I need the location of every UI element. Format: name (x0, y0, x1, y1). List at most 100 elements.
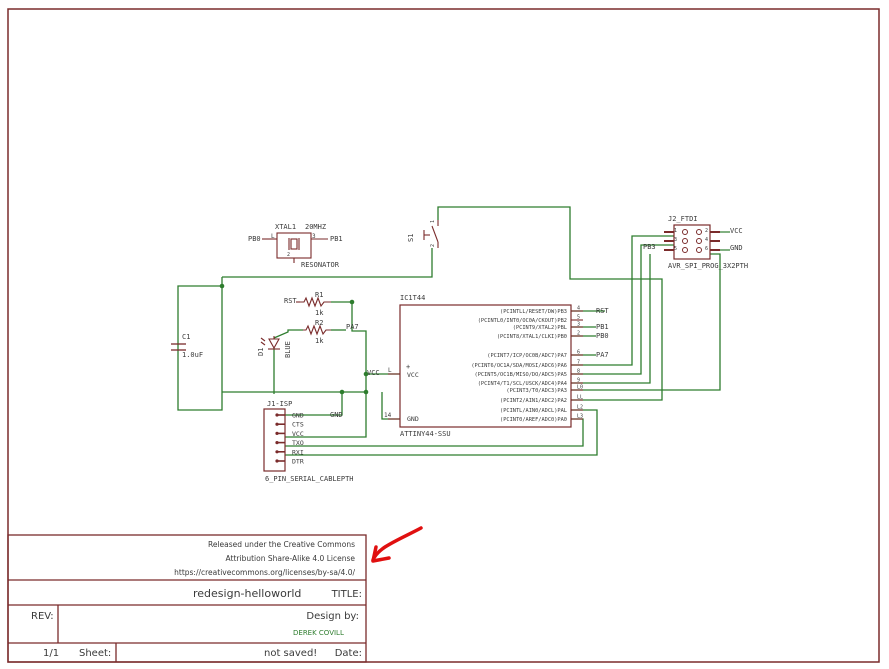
led-name: D1 (257, 348, 265, 356)
switch-pin1: 1 (430, 220, 436, 223)
ftdi-pin-contact (275, 450, 279, 454)
ic-right-pins: (PCINTLL/RESET/DW)PB3 4 RST (PCINTL0/INT0/O… (471, 306, 609, 424)
ic-pin-function-label: (PCINT2/AIN1/ADC2)PA2 (500, 398, 567, 404)
ftdi-pin-label: GND (292, 412, 304, 420)
avr-part: AVR_SPI_PROG_3X2PTH (668, 262, 748, 270)
rev-label: REV: (31, 611, 54, 622)
ic-pin-function-label: (PCINT4/T1/SCL/USCK/ADC4)PA4 (478, 381, 567, 387)
ftdi-connector-body (263, 408, 286, 472)
ic-pin-number: 6 (577, 350, 580, 356)
xtal-desc: RESONATOR (301, 261, 340, 269)
r2-value: 1k (315, 337, 324, 345)
xtal-name: XTAL1 (275, 223, 296, 231)
resistor-r2-symbol (303, 324, 331, 336)
cap-value: 1.0uF (182, 351, 203, 359)
xtal-net-right: PB1 (330, 235, 343, 243)
ic-pin-vcc-plus: + (406, 363, 410, 371)
avr-pin-3: 3 (674, 237, 677, 243)
ftdi-part: 6_PIN_SERIAL_CABLEPTH (265, 475, 354, 483)
designer-name: DEREK COVILL (293, 629, 344, 637)
r1-net: RST (284, 297, 297, 305)
ic-pin-net-label: PA7 (596, 351, 609, 359)
ftdi-pin-label: VCC (292, 430, 304, 438)
sheet-frame (7, 8, 880, 663)
ic-pin-net-label: PB1 (596, 323, 609, 331)
ic-pin-number: L0 (577, 385, 583, 391)
ic-pin-number: L2 (577, 405, 583, 411)
ic-pin-function-label: (PCINT6/OC1A/SDA/MOSI/ADC6)PA6 (471, 363, 567, 369)
ic-pin-vcc-num: L (388, 367, 392, 374)
ic-pin-function-label: (PCINT3/T0/ADC3)PA3 (506, 388, 567, 394)
ftdi-pin-contact (275, 459, 279, 463)
switch-name: S1 (407, 234, 415, 242)
avr-net-pb3: PB3 (643, 243, 656, 251)
avr-name: J2_FTDI (668, 215, 698, 223)
ftdi-pin-contact (275, 422, 279, 426)
capacitor-symbol (171, 343, 186, 351)
ic-part: ATTINY44-SSU (400, 430, 451, 438)
r2-net: PA7 (346, 323, 359, 331)
avr-pin-2: 2 (705, 228, 708, 234)
xtal-pin-2: 2 (287, 252, 290, 258)
vcc-net-label: VCC (367, 369, 380, 377)
resistor-r1-symbol (296, 296, 331, 308)
license-line-1: Released under the Creative Commons (208, 540, 355, 549)
avr-net-gnd: GND (730, 244, 743, 252)
xtal-pin-3: 3 (312, 233, 316, 240)
ic-pin-function-label: (PCINT5/OC1B/MISO/DO/ADC5)PA5 (475, 372, 567, 378)
switch-symbol (423, 220, 439, 248)
r1-value: 1k (315, 309, 324, 317)
resonator-symbol (262, 232, 328, 263)
ic-pin-number: L3 (577, 414, 583, 420)
design-by-label: Design by: (306, 611, 359, 622)
ic-left-pins (388, 373, 400, 420)
ic-pin-gnd-name: GND (407, 415, 419, 423)
ic-pin-number: 4 (577, 306, 580, 312)
date-value: not saved! (264, 648, 317, 659)
ic-pin-net-label: PB0 (596, 332, 609, 340)
ftdi-pin-contact (275, 413, 279, 417)
xtal-net-left: PB0 (248, 235, 261, 243)
license-line-2: Attribution Share-Alike 4.0 License (226, 554, 356, 563)
license-line-3: https://creativecommons.org/licenses/by-… (174, 568, 355, 577)
ic-pin-number: 3 (577, 322, 580, 328)
avr-pin-1: 1 (674, 228, 677, 234)
ic-pin-function-label: (PCINTLL/RESET/DW)PB3 (500, 309, 567, 315)
date-label: Date: (335, 648, 362, 659)
avr-pin-5: 5 (674, 246, 677, 252)
ic-pin-function-label: (PCINTL0/INT0/OC0A/CKOUT)PB2 (478, 318, 567, 324)
ic-pin-number: 7 (577, 360, 580, 366)
avr-net-vcc: VCC (730, 227, 743, 235)
switch-pin2: 2 (430, 244, 436, 247)
ic-pin-number: 5 (577, 315, 580, 321)
ic-pin-number: LL (577, 395, 583, 401)
r2-name: R2 (315, 319, 323, 327)
r1-name: R1 (315, 291, 323, 299)
xtal-pin-l: L (271, 233, 275, 240)
sheet-value: 1/1 (43, 648, 59, 659)
ftdi-pin-label: DTR (292, 458, 304, 466)
wires (177, 206, 721, 456)
ftdi-pin-contact (275, 431, 279, 435)
xtal-value: 20MHZ (305, 223, 326, 231)
avr-pin-4: 4 (705, 237, 708, 243)
ic-pin-vcc-name: VCC (407, 371, 419, 379)
sheet-label: Sheet: (79, 648, 111, 659)
red-arrow-annotation (371, 526, 423, 563)
ic-pin-number: 8 (577, 369, 580, 375)
ic-pin-function-label: (PCINTL/AIN0/ADCL)PAL (500, 408, 567, 414)
ic-pin-gnd-num: 14 (384, 412, 392, 419)
led-color: BLUE (284, 341, 292, 358)
junctions (219, 283, 369, 395)
ftdi-pin-label: RXI (292, 448, 304, 456)
ftdi-name: J1-ISP (267, 400, 292, 408)
ic-pin-function-label: (PCINT9/XTAL2)PBL (513, 325, 567, 331)
ic-pin-function-label: (PCINT7/ICP/OC0B/ADC7)PA7 (487, 353, 567, 359)
title-label: TITLE: (331, 589, 362, 600)
cap-name: C1 (182, 333, 190, 341)
title-value: redesign-helloworld (193, 587, 301, 600)
avr-header-pins (664, 229, 720, 253)
ic-pin-net-label: RST (596, 307, 609, 315)
